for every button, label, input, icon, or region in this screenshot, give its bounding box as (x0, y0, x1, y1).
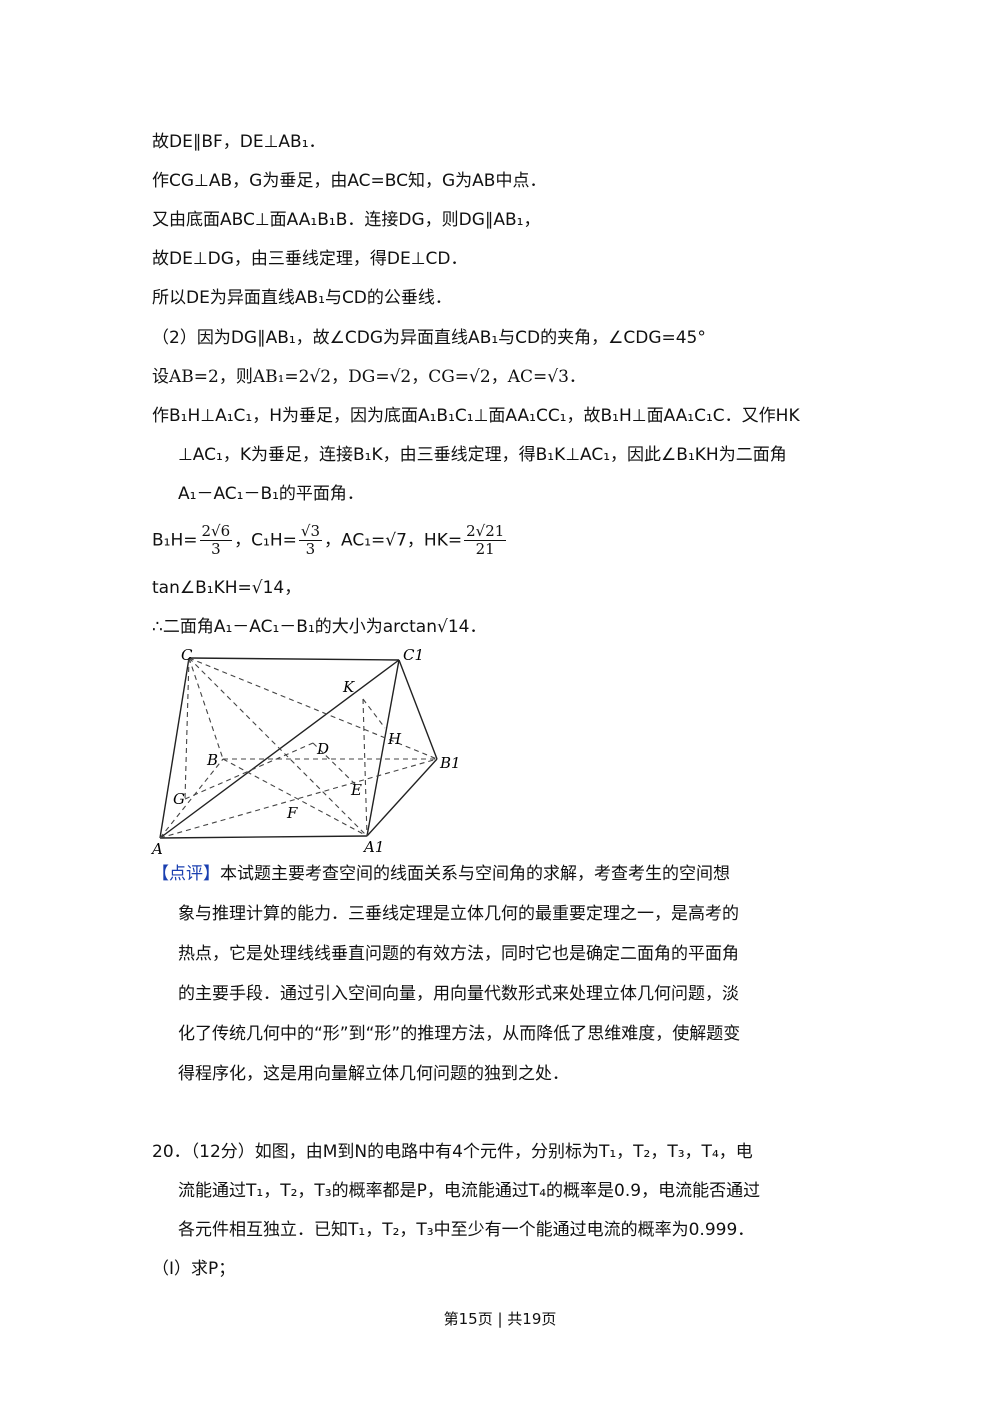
vertex-label: E (350, 781, 362, 799)
text-segment: B₁H= (152, 530, 198, 551)
edge (188, 657, 400, 661)
edge (222, 758, 368, 837)
text-line: 所以DE为异面直线AB₁与CD的公垂线． (152, 288, 452, 308)
hidden-edges (159, 657, 438, 839)
edge (366, 758, 438, 837)
review-line: 化了传统几何中的“形”到“形”的推理方法，从而降低了思维难度，使解题变 (178, 1024, 741, 1044)
edge (188, 657, 224, 760)
edge (312, 742, 356, 785)
vertex-label: G (173, 790, 185, 808)
text-line: 作B₁H⊥A₁C₁，H为垂足，因为底面A₁B₁C₁⊥面AA₁CC₁，故B₁H⊥面… (152, 406, 800, 426)
review-tag: 【点评】 (152, 864, 220, 884)
review-line: 象与推理计算的能力．三垂线定理是立体几何的最重要定理之一，是高考的 (178, 904, 739, 924)
review-line: 热点，它是处理线线垂直问题的有效方法，同时它也是确定二面角的平面角 (178, 944, 739, 964)
vertex-label: D (316, 740, 329, 758)
text-line: 又由底面ABC⊥面AA₁B₁B．连接DG，则DG∥AB₁， (152, 210, 541, 230)
vertex-label: F (286, 804, 298, 822)
review-text: 本试题主要考查空间的线面关系与空间角的求解，考查考生的空间想 (220, 864, 730, 884)
text-line: 故DE⊥DG，由三垂线定理，得DE⊥CD． (152, 249, 468, 269)
vertex-label: H (387, 730, 402, 748)
edge (398, 659, 438, 760)
vertex-label: B (206, 751, 218, 769)
text-line: ∴二面角A₁－AC₁－B₁的大小为arctan√14． (152, 617, 487, 637)
text-segment: ，C₁H= (234, 530, 297, 551)
fraction-denominator: 3 (211, 540, 221, 558)
text-line: tan∠B₁KH=√14， (152, 578, 302, 598)
edge (188, 657, 368, 837)
edge (366, 659, 400, 837)
fraction-numerator: 2√21 (464, 522, 507, 541)
problem-line: 流能通过T₁，T₂，T₃的概率都是P，电流能通过T₄的概率是0.9，电流能否通过 (178, 1181, 761, 1201)
vertex-label: C1 (403, 646, 424, 664)
geometry-figure: C C1 K H D B B1 G E F A A1 (150, 646, 461, 857)
fraction-denominator: 3 (305, 540, 316, 558)
edge (159, 657, 190, 839)
text-line: 作CG⊥AB，G为垂足，由AC=BC知，G为AB中点． (152, 171, 547, 191)
text-segment: ，AC₁=√7，HK= (324, 530, 463, 551)
edge (159, 835, 368, 839)
text-line: ⊥AC₁，K为垂足，连接B₁K，由三垂线定理，得B₁K⊥AC₁，因此∠B₁KH为… (178, 445, 787, 465)
problem-line: 各元件相互独立．已知T₁，T₂，T₃中至少有一个能通过电流的概率为0.999． (178, 1220, 755, 1240)
text-line: 故DE∥BF，DE⊥AB₁． (152, 132, 326, 152)
vertex-label: B1 (439, 754, 461, 772)
review-line: 得程序化，这是用向量解立体几何问题的独到之处． (178, 1064, 569, 1084)
edge (159, 758, 438, 839)
fraction-numerator: 2√6 (199, 522, 233, 541)
edge (159, 758, 224, 839)
fraction-denominator: 21 (475, 540, 495, 558)
page-footer: 第15页 | 共19页 (443, 1310, 557, 1328)
review-line: 【点评】本试题主要考查空间的线面关系与空间角的求解，考查考生的空间想 (152, 862, 730, 886)
edge (362, 698, 368, 837)
edge (184, 657, 190, 800)
vertex-label: A (150, 840, 163, 857)
solid-edges (159, 657, 438, 839)
text-line: （2）因为DG∥AB₁，故∠CDG为异面直线AB₁与CD的夹角，∠CDG=45° (152, 328, 706, 348)
text-line: 设AB=2，则AB₁=2√2，DG=√2，CG=√2，AC=√3． (152, 367, 586, 387)
vertex-label: C (181, 646, 193, 664)
vertex-label: K (342, 678, 355, 696)
problem-line: 20．（12分）如图，由M到N的电路中有4个元件，分别标为T₁，T₂，T₃，T₄… (152, 1142, 753, 1162)
vertex-label: A1 (362, 838, 384, 856)
fraction-numerator: √3 (298, 522, 322, 541)
problem-line: （Ⅰ）求P； (152, 1259, 236, 1279)
text-line: A₁－AC₁－B₁的平面角． (178, 484, 364, 504)
review-line: 的主要手段．通过引入空间向量，用向量代数形式来处理立体几何问题，淡 (178, 984, 739, 1004)
edge (362, 698, 386, 729)
